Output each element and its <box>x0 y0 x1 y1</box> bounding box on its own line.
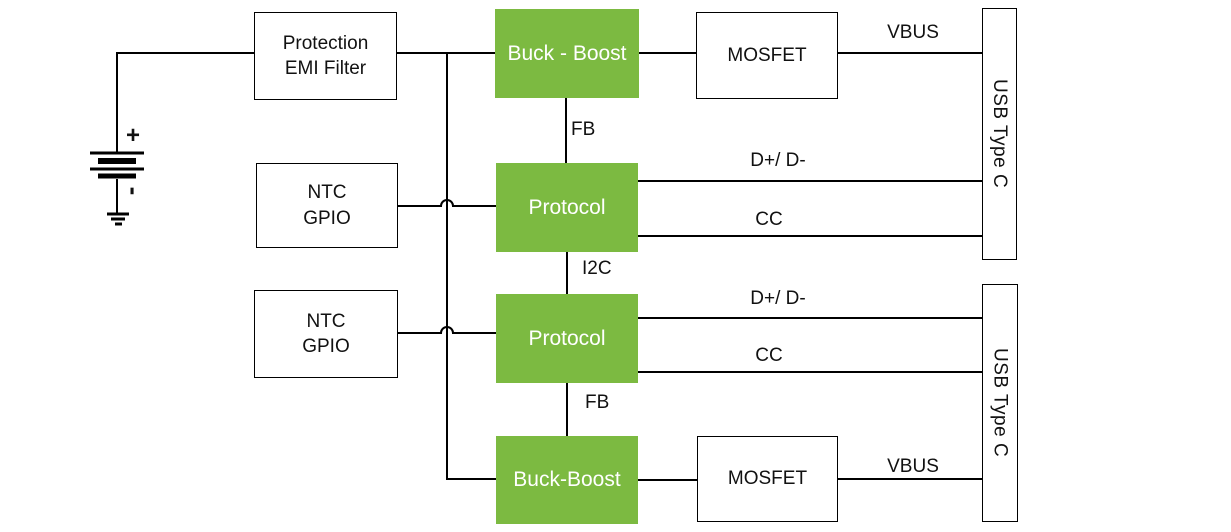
wire-ntc-to-protocol-top <box>398 199 496 207</box>
battery-icon <box>90 151 144 213</box>
block-label: NTC <box>307 182 347 204</box>
battery-minus-label: - <box>119 186 150 196</box>
wire-label-cc-top: CC <box>755 209 783 230</box>
wire-ntc-to-protocol-bottom <box>398 326 496 334</box>
block-label: Protocol <box>528 195 606 219</box>
block-label: MOSFET <box>727 44 807 66</box>
block-label: Protocol <box>528 326 606 350</box>
block-usb-type-c-bottom: USB Type C <box>982 284 1018 522</box>
block-mosfet-top: MOSFET <box>696 12 838 99</box>
ground-icon <box>107 212 129 226</box>
block-ntc-gpio-top: NTC GPIO <box>256 163 398 248</box>
block-label: GPIO <box>303 207 351 229</box>
block-label: NTC <box>306 310 346 332</box>
block-label: GPIO <box>302 336 350 357</box>
block-label: MOSFET <box>727 468 808 490</box>
wire-label-fb-top: FB <box>571 119 596 140</box>
block-protocol-top: Protocol <box>496 163 638 252</box>
wire-label-dplus-dminus-bottom: D+/ D- <box>750 288 806 309</box>
block-protection-emi-filter: Protection EMI Filter <box>254 12 397 100</box>
wire-label-fb-bottom: FB <box>585 392 610 413</box>
block-buck-boost-top: Buck - Boost <box>495 9 639 98</box>
block-label: Buck - Boost <box>507 41 627 65</box>
block-label: USB Type C <box>989 348 1011 458</box>
wire-label-cc-bottom: CC <box>755 345 783 366</box>
block-mosfet-bottom: MOSFET <box>697 436 838 522</box>
block-label: Buck-Boost <box>513 468 621 492</box>
wire-battery-to-protection <box>116 52 254 153</box>
wire-label-vbus-top: VBUS <box>887 22 939 43</box>
block-protocol-bottom: Protocol <box>496 294 638 383</box>
block-label: Protection <box>282 32 369 54</box>
block-label: USB Type C <box>989 79 1011 189</box>
battery-plus-label: + <box>126 122 141 149</box>
wire-label-i2c: I2C <box>582 258 612 279</box>
wire-label-vbus-bottom: VBUS <box>887 456 939 477</box>
block-usb-type-c-top: USB Type C <box>982 8 1017 260</box>
wire-label-dplus-dminus-top: D+/ D- <box>750 150 806 171</box>
wire-trunk-to-buckboost-bottom <box>446 53 496 480</box>
block-label: EMI Filter <box>284 58 367 79</box>
block-buck-boost-bottom: Buck-Boost <box>496 436 638 524</box>
block-ntc-gpio-bottom: NTC GPIO <box>254 290 398 378</box>
